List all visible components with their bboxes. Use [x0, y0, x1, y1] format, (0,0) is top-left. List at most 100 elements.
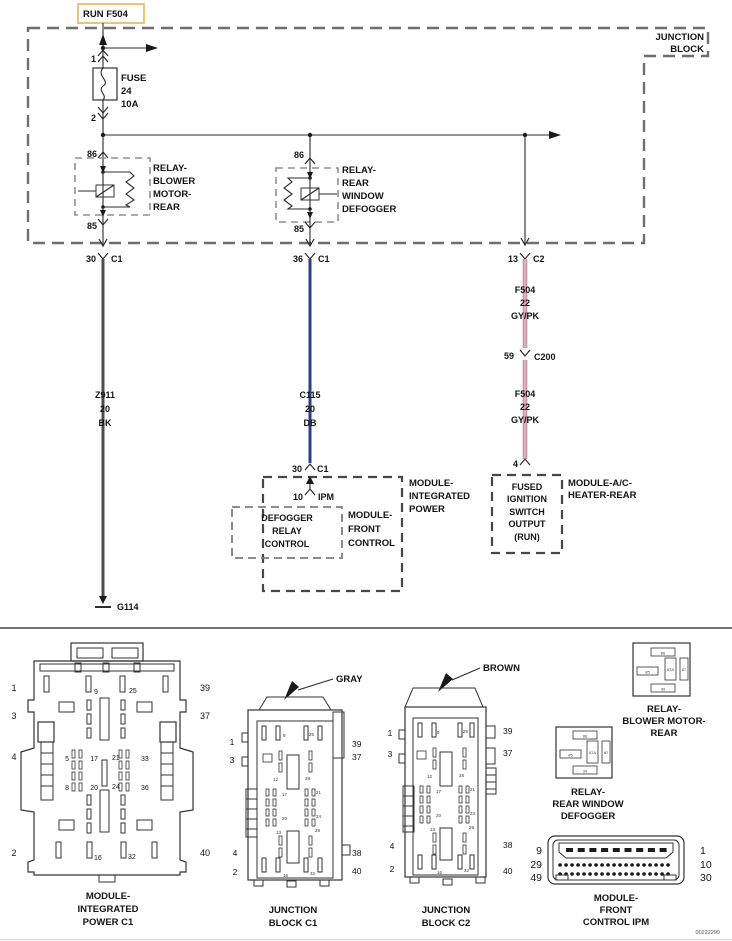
inner-pin: 24: [470, 811, 476, 816]
pinout-caption-line3: CONTROL IPM: [583, 917, 649, 928]
fuse-amps: 10A: [121, 99, 139, 110]
pinout-caption-line2: BLOWER MOTOR-: [622, 716, 705, 727]
inner-pin: 29: [315, 828, 321, 833]
pin-slot: [317, 857, 323, 873]
relay-blower-box: [74, 157, 151, 216]
pin-slot: [572, 730, 598, 740]
pin-slot: [432, 832, 437, 843]
fuse-name: FUSE: [121, 73, 146, 84]
arrowhead: [306, 476, 314, 484]
pin-chevron: [97, 218, 109, 226]
keyway-panel: [558, 842, 674, 859]
pin-slot: [125, 749, 130, 759]
corner-tab: [555, 874, 569, 881]
arrowhead: [307, 172, 313, 179]
fuse-number: 24: [121, 86, 132, 97]
jb-c2-pinout: BROWN: [388, 663, 520, 929]
pin-slot: [469, 722, 475, 738]
fuse-pin1: 1: [91, 54, 96, 64]
bottom-foot: [409, 876, 420, 884]
relay-pin-top: 86: [583, 734, 588, 739]
pinout-caption-line1: MODULE-: [86, 891, 130, 902]
hatch-bar: [485, 767, 497, 795]
side-hatch-left: [402, 785, 415, 833]
pin-slot: [426, 795, 431, 804]
relay-defogger-label-2: REAR: [342, 178, 369, 189]
ground-g114: G114: [95, 596, 139, 612]
inner-pin: 17: [282, 792, 288, 797]
pin-slot: [278, 835, 283, 846]
pin-slot: [465, 815, 470, 824]
pin-chevron: [304, 488, 316, 496]
pin-slot: [86, 841, 93, 859]
pin-slot: [101, 759, 108, 787]
relay-blower-label-4: REAR: [153, 202, 180, 213]
inner-pin: 16: [283, 873, 289, 878]
arrowhead: [307, 212, 313, 219]
pin-slot: [308, 750, 313, 761]
pin-slot: [304, 808, 309, 817]
left-pin: 3: [11, 711, 16, 721]
pin-slot: [304, 798, 309, 807]
tag-pointer-arrow: [438, 673, 453, 692]
pin-slot: [586, 740, 599, 764]
left-pin: 1: [230, 737, 235, 747]
wire-c115: C115 20 DB: [299, 259, 321, 463]
left-pin: 4: [11, 752, 16, 762]
hatch-lines: [486, 774, 496, 790]
inner-pin: 29: [469, 825, 475, 830]
pin-chevron: [304, 221, 316, 229]
bottom-foot: [98, 874, 116, 883]
hatch-lines: [403, 795, 414, 827]
wire-f504-lower: F504 22 GY/PK: [511, 360, 539, 459]
pin-slot: [86, 713, 92, 725]
pin-slot: [462, 747, 467, 758]
right-pin: 40: [200, 848, 210, 858]
side-tab: [485, 725, 496, 739]
side-tab: [398, 729, 406, 740]
pin-slot: [650, 647, 676, 657]
module-label-line2: FRONT: [348, 524, 381, 535]
fuse-element: [100, 67, 106, 101]
pin-slot: [265, 808, 270, 817]
connector-inner: [552, 839, 680, 881]
connector-hood: [404, 687, 484, 708]
pinout-caption-line1: RELAY-: [647, 704, 681, 715]
connector-name: C1: [318, 254, 330, 264]
relay-defogger-label-4: DEFOGGER: [342, 204, 397, 215]
module-box: [490, 473, 564, 555]
pin-slot: [458, 815, 463, 824]
module-label-line2: HEATER-REAR: [568, 490, 637, 501]
pin-slot: [650, 683, 676, 693]
side-tab: [241, 732, 249, 743]
bottom-foot: [253, 879, 264, 887]
pin-slot: [99, 697, 110, 741]
signal-line3: SWITCH: [509, 507, 545, 517]
pin-number: 13: [508, 254, 518, 264]
pin-slot: [118, 749, 123, 759]
pin-slot: [86, 727, 92, 739]
pin-slot: [118, 771, 123, 781]
inner-pin: 21: [112, 755, 120, 762]
relay-blower-pin85: 85: [87, 221, 97, 231]
left-pin: 29: [530, 859, 542, 871]
left-pin: 2: [390, 864, 395, 874]
connector-shell: [547, 835, 685, 885]
pin-slot: [462, 759, 467, 770]
inner-connector-name: IPM: [318, 492, 334, 502]
inner-pin: 32: [128, 854, 136, 861]
right-arrow: [146, 44, 158, 52]
shelf-tab: [102, 662, 110, 673]
pin-slot: [469, 854, 475, 870]
pin-slot: [426, 815, 431, 824]
inner-pin: 25: [309, 732, 315, 737]
pin-slot: [419, 815, 424, 824]
wire-color: BK: [99, 418, 112, 428]
run-tag-box: [77, 3, 145, 24]
pin-slot: [78, 749, 83, 759]
module-front-control-box: DEFOGGER RELAY CONTROL MODULE- FRONT CON…: [231, 506, 395, 559]
arrowhead: [100, 210, 106, 217]
pin-slot: [431, 722, 437, 738]
right-pin: 10: [700, 859, 712, 871]
fuse-body: [92, 67, 118, 101]
